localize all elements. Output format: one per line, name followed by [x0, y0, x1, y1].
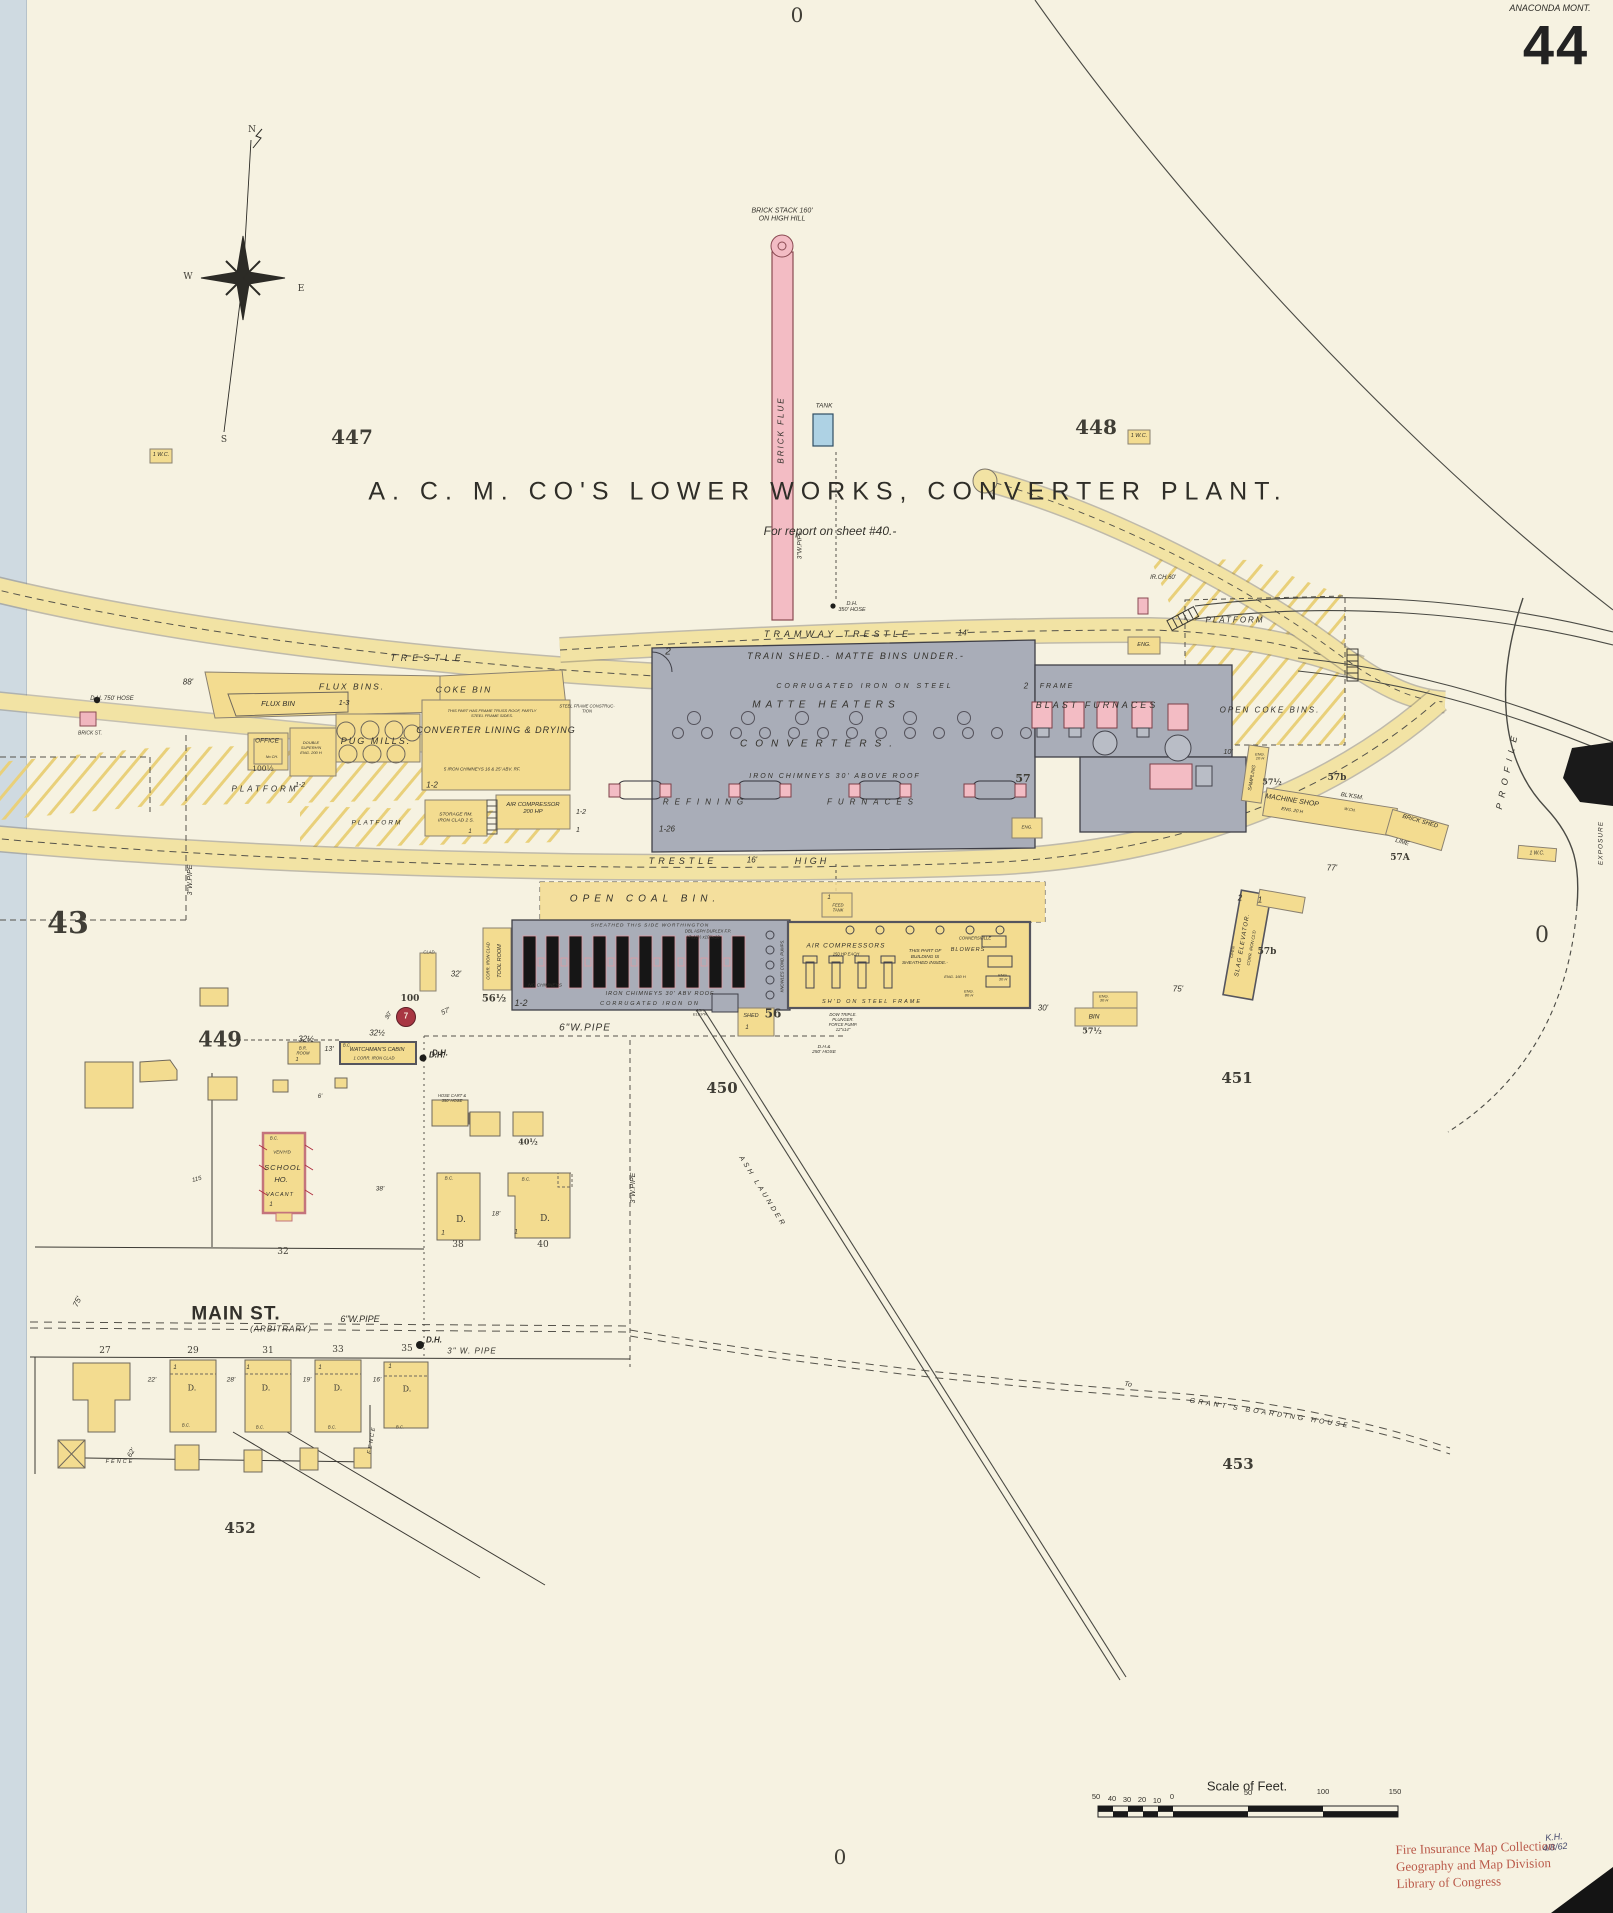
scan-edge — [0, 0, 27, 1913]
railroad-lines — [694, 0, 1613, 1681]
lot-lines — [29, 1073, 631, 1586]
photo-corner — [1551, 1867, 1613, 1913]
matte-heater-circles — [672, 711, 1032, 739]
refining-furnace-glyphs — [608, 780, 1027, 800]
scale-bar — [1097, 1805, 1399, 1818]
right-side-buildings — [1222, 744, 1558, 1001]
hydrant-dots — [93, 603, 836, 1349]
blast-furnace-glyphs — [1031, 701, 1213, 790]
pug-mill-circles — [336, 720, 498, 835]
main-st-houses — [57, 711, 429, 1473]
block-449-buildings — [84, 987, 573, 1241]
city-label: ANACONDA MONT. — [1509, 3, 1591, 13]
tank-structure-7 — [396, 1007, 416, 1027]
sheet-number: 44 — [1522, 13, 1590, 77]
lower-complex — [419, 882, 1138, 1037]
pencil-annotation: K.H. 4/8/62 — [1542, 1831, 1569, 1854]
ladder-walkways — [1166, 605, 1359, 682]
scale-title: Scale of Feet. — [1206, 1778, 1288, 1794]
black-area-right-edge — [1563, 742, 1613, 806]
page-title: A. C. M. CO'S LOWER WORKS, CONVERTER PLA… — [368, 477, 1288, 506]
school-house — [258, 1131, 314, 1222]
brick-flue-structure — [770, 234, 834, 621]
flux-coke-bins — [149, 429, 1151, 837]
crusher-roof-stripes — [522, 935, 746, 989]
water-tank — [812, 413, 834, 447]
compass-rose — [200, 128, 286, 433]
library-stamp: Fire Insurance Map Collection Geography … — [1395, 1838, 1555, 1893]
report-note: For report on sheet #40.- — [763, 524, 897, 538]
compressor-machines — [765, 925, 1013, 1000]
